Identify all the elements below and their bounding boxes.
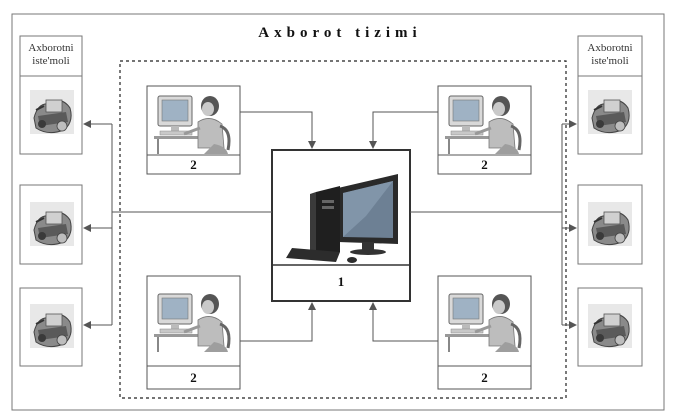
consumer-icon xyxy=(29,303,75,349)
workstation-number: 2 xyxy=(190,370,197,385)
consumer-icon xyxy=(587,303,633,349)
consumer-icon xyxy=(587,201,633,247)
consumer-column-left xyxy=(19,35,83,367)
consumer-icon xyxy=(587,89,633,135)
workstation-bottom-left xyxy=(146,275,241,390)
workstation-number: 2 xyxy=(481,157,488,172)
consumer-icon xyxy=(29,201,75,247)
system-boundary xyxy=(119,60,567,399)
server-number: 1 xyxy=(337,274,345,289)
workstation-top-right xyxy=(437,85,532,175)
server-node xyxy=(271,149,411,302)
consumer-label-right: Axborotni iste'moli xyxy=(587,42,633,67)
diagram-title: Axborot tizimi xyxy=(210,22,470,44)
consumer-icon xyxy=(29,89,75,135)
consumer-column-right xyxy=(577,35,643,367)
workstation-top-left xyxy=(146,85,241,175)
workstation-bottom-right xyxy=(437,275,532,390)
workstation-number: 2 xyxy=(190,157,197,172)
outer-frame xyxy=(11,13,665,411)
consumer-label-left: Axborotni iste'moli xyxy=(28,42,74,67)
workstation-number: 2 xyxy=(481,370,488,385)
data-flow-arrows xyxy=(83,111,577,342)
